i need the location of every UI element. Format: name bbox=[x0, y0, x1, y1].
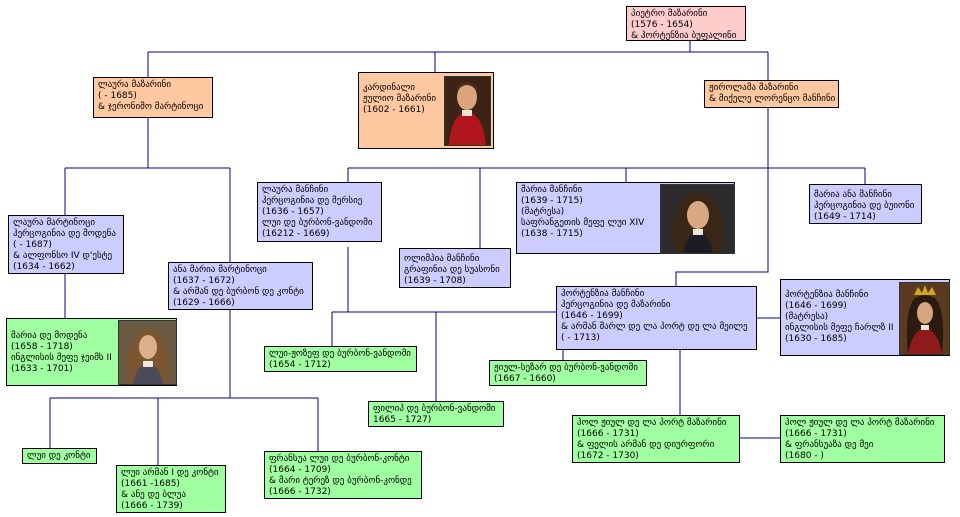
node-line: ლაურა მაზარინი bbox=[98, 80, 171, 90]
james-ii-portrait-icon bbox=[118, 320, 177, 385]
node-line: (1666 - 1732) bbox=[269, 487, 331, 497]
node-line: ლუი-ჟოზეფ დე ბურბონ-ვანდომი bbox=[269, 349, 411, 359]
node-line: (1649 - 1714) bbox=[814, 212, 876, 222]
node-philippe-vendome: ფილიპ დე ბურბონ-ვანდომი 1665 - 1727) bbox=[368, 401, 504, 427]
node-francois-louis-conti: ფრანსუა ლუი დე ბურბონ-კონტი (1664 - 1709… bbox=[264, 451, 422, 499]
node-line: ( - 1687) bbox=[13, 240, 52, 250]
node-line: ლუი დე კონტი bbox=[27, 451, 91, 461]
node-girolama-mazarini: ჟიროლამა მაზარინი & მიქელე ლორენცო მანჩი… bbox=[704, 80, 839, 108]
node-line: (1637 - 1672) bbox=[173, 276, 235, 286]
node-laura-mazarini: ლაურა მაზარინი ( - 1685) & ჯერონიმო მარტ… bbox=[93, 77, 213, 118]
node-louis-conti: ლუი დე კონტი bbox=[22, 448, 97, 464]
node-maria-anna-mancini: მარია ანა მანჩინი ჰერცოგინია დე ბუიონი (… bbox=[809, 184, 922, 224]
node-line: ჟულიო მაზარინი bbox=[363, 94, 437, 104]
node-line: (1602 - 1661) bbox=[363, 105, 425, 115]
node-line: 1665 - 1727) bbox=[373, 415, 432, 425]
node-line: (1639 - 1715) bbox=[521, 196, 583, 206]
node-line: მარია დე მოდენა bbox=[11, 331, 88, 341]
node-line: კარდინალი bbox=[363, 83, 415, 93]
node-line: (1638 - 1715) bbox=[521, 229, 583, 239]
node-line: & არმან დე ბურბონ დე კონტი bbox=[173, 287, 304, 297]
node-line: (1639 - 1708) bbox=[404, 276, 466, 286]
node-line: (1661 -1685) bbox=[121, 479, 180, 489]
node-line: მარია მანჩინი bbox=[521, 185, 583, 195]
node-line: (1576 - 1654) bbox=[631, 20, 693, 30]
node-line: ლუი დე ბურბონ-ვანდომი bbox=[262, 218, 373, 228]
node-line: & ჰორტენზია ბუფალინი bbox=[631, 31, 737, 41]
node-line: ლაურა მანჩინი bbox=[262, 185, 329, 195]
node-line: (1636 - 1657) bbox=[262, 207, 324, 217]
node-line: (1654 - 1712) bbox=[269, 360, 331, 370]
node-line: ჰერცოგინია დე მაზარინი bbox=[561, 300, 671, 310]
node-line: ინგლისის მეფე ჩარლზ II bbox=[785, 323, 894, 333]
node-line: ჟიროლამა მაზარინი bbox=[709, 83, 799, 93]
node-louis-joseph-vendome: ლუი-ჟოზეფ დე ბურბონ-ვანდომი (1654 - 1712… bbox=[264, 346, 417, 372]
node-line: ( - 1713) bbox=[561, 333, 600, 343]
node-line: ჰერცოგინია დე მოდენა bbox=[13, 229, 116, 239]
node-line: (მატრესა) bbox=[785, 312, 829, 322]
node-laura-mancini: ლაურა მანჩინი ჰერცოგინია დე მერსიე (1636… bbox=[257, 182, 382, 242]
node-louis-armand-conti: ლუი არმან I დე კონტი (1661 -1685) & ანე … bbox=[116, 465, 226, 513]
node-line: ჰორტენზია მანჩინი bbox=[561, 289, 645, 299]
node-anna-maria-martinozzi: ანა მარია მარტინოცი (1637 - 1672) & არმა… bbox=[168, 262, 313, 310]
node-olimpia-mancini: ოლიმპია მანჩინი გრაფინია დე სუასონი (163… bbox=[399, 248, 511, 288]
node-line: & ფრანსუაზა დე მეი bbox=[785, 440, 874, 450]
node-line: & ჯერონიმო მარტინოცი bbox=[98, 102, 204, 112]
node-jules-cesar-vendome: ჟიულ-სეზარ დე ბურბონ-ვანდომი (1667 - 166… bbox=[489, 360, 647, 386]
node-laura-martinozzi: ლაურა მარტინოცი ჰერცოგინია დე მოდენა ( -… bbox=[8, 215, 124, 274]
node-line: (1634 - 1662) bbox=[13, 262, 75, 272]
node-line: (1666 - 1731) bbox=[577, 429, 639, 439]
node-paul-jules-mazarin: პოლ ჟიულ დე ლა პორტ მაზარინი (1666 - 173… bbox=[572, 415, 740, 463]
node-line: (1646 - 1699) bbox=[785, 301, 847, 311]
node-line: ჰერცოგინია დე მერსიე bbox=[262, 196, 363, 206]
node-line: (მატრესა) bbox=[521, 207, 565, 217]
node-line: ჰორტენზია მანჩინი bbox=[785, 290, 869, 300]
node-line: მარია ანა მანჩინი bbox=[814, 190, 892, 200]
node-line: (16212 - 1669) bbox=[262, 229, 330, 239]
node-line: (1667 - 1660) bbox=[494, 374, 556, 384]
node-line: & არმან შარლ დე ლა პორტ დე ლა მეილე bbox=[561, 322, 748, 332]
node-line: (1633 - 1701) bbox=[11, 364, 73, 374]
node-line: ფილიპ დე ბურბონ-ვანდომი bbox=[373, 404, 496, 414]
node-line: & ანე დე ბლუა bbox=[121, 490, 186, 500]
node-line: ოლიმპია მანჩინი bbox=[404, 254, 480, 264]
node-line: ფრანსუა ლუი დე ბურბონ-კონტი bbox=[269, 454, 410, 464]
node-line: (1666 - 1739) bbox=[121, 501, 183, 511]
node-line: გრაფინია დე სუასონი bbox=[404, 265, 500, 275]
charles-ii-portrait-icon bbox=[899, 282, 950, 355]
node-line: საფრანგეთის მეფე ლუი XIV bbox=[521, 218, 645, 228]
node-line: (1672 - 1730) bbox=[577, 451, 639, 461]
node-line: (1666 - 1731) bbox=[785, 429, 847, 439]
node-line: & ალფონსო IV დ'ესტე bbox=[13, 251, 113, 261]
node-line: (1664 - 1709) bbox=[269, 465, 331, 475]
louis-xiv-portrait-icon bbox=[660, 184, 735, 254]
node-line: (1680 - ) bbox=[785, 451, 824, 461]
node-line: (1630 - 1685) bbox=[785, 334, 847, 344]
node-line: პოლ ჟიულ დე ლა პორტ მაზარინი bbox=[785, 418, 935, 428]
node-line: პიეტრო მაზარინი bbox=[631, 9, 708, 19]
node-line: (1646 - 1699) bbox=[561, 311, 623, 321]
node-pietro-mazarini: პიეტრო მაზარინი (1576 - 1654) & ჰორტენზი… bbox=[626, 6, 746, 41]
node-line: ჟიულ-სეზარ დე ბურბონ-ვანდომი bbox=[494, 363, 638, 373]
node-line: & მარი ტერეზ დე ბურბონ-კონდე bbox=[269, 476, 412, 486]
node-line: პოლ ჟიულ დე ლა პორტ მაზარინი bbox=[577, 418, 727, 428]
node-line: & მიქელე ლორენცო მანჩინი bbox=[709, 94, 836, 104]
node-paul-jules-mazarin-2: პოლ ჟიულ დე ლა პორტ მაზარინი (1666 - 173… bbox=[780, 415, 945, 463]
node-hortensia-mancini: ჰორტენზია მანჩინი ჰერცოგინია დე მაზარინი… bbox=[556, 286, 757, 350]
node-line: ინგლისის მეფე ჯეიმს II bbox=[11, 353, 112, 363]
node-line: ლაურა მარტინოცი bbox=[13, 218, 96, 228]
node-line: ანა მარია მარტინოცი bbox=[173, 265, 267, 275]
node-line: ლუი არმან I დე კონტი bbox=[121, 468, 219, 478]
node-line: ( - 1685) bbox=[98, 91, 137, 101]
cardinal-mazarin-portrait-icon bbox=[444, 76, 491, 146]
node-line: ჰერცოგინია დე ბუიონი bbox=[814, 201, 915, 211]
node-line: (1658 - 1718) bbox=[11, 342, 73, 352]
node-line: & ფელის არმან დე დიურფორი bbox=[577, 440, 715, 450]
node-line: (1629 - 1666) bbox=[173, 298, 235, 308]
